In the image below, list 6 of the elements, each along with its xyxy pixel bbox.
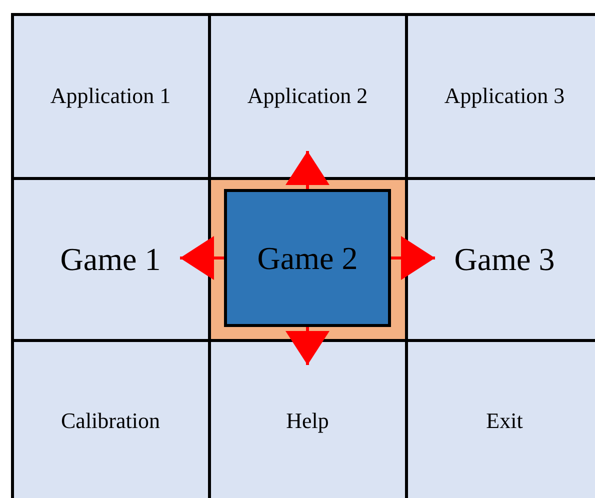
arrow — [180, 236, 224, 280]
selected-menu-box: Game 2 — [224, 189, 391, 327]
arrow — [286, 151, 330, 189]
arrow — [391, 236, 435, 280]
arrow — [286, 327, 330, 365]
menu-cell: Application 1 — [10, 12, 210, 180]
